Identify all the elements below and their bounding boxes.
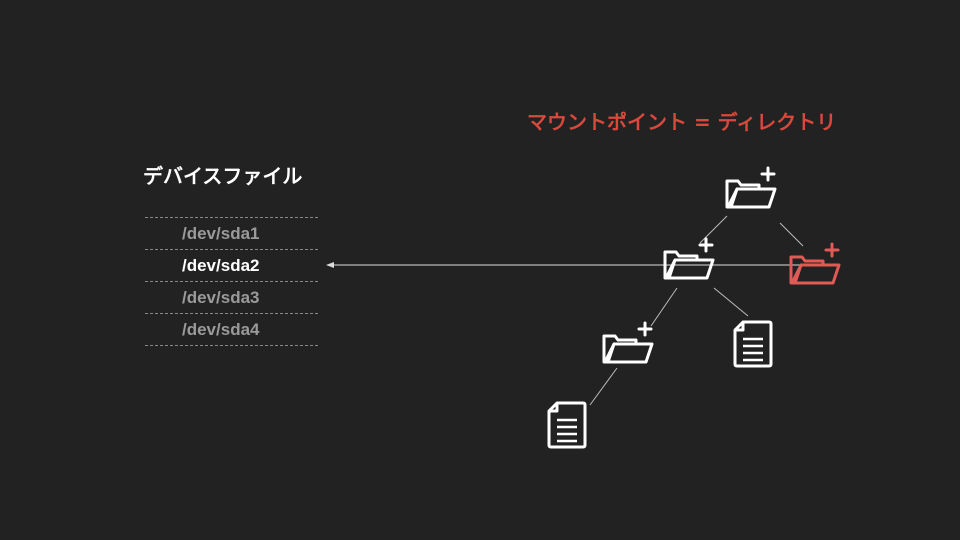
device-panel-title: デバイスファイル	[143, 164, 303, 188]
device-file-sda2: /dev/sda2	[145, 249, 318, 281]
tree-line	[699, 215, 728, 244]
mount-arrow-head	[326, 262, 334, 268]
tree-line	[713, 287, 749, 317]
document-icon	[733, 320, 773, 368]
tree-line	[589, 367, 618, 406]
folder-icon	[663, 237, 715, 280]
device-file-sda4: /dev/sda4	[145, 313, 318, 346]
root-folder-icon	[725, 166, 777, 209]
device-file-sda1: /dev/sda1	[145, 217, 318, 249]
mount-folder-icon	[789, 242, 841, 285]
document-icon	[547, 401, 587, 449]
mount-point-heading: マウントポイント = ディレクトリ	[527, 110, 837, 134]
subfolder-icon	[602, 321, 654, 364]
device-file-sda3: /dev/sda3	[145, 281, 318, 313]
device-file-list: /dev/sda1 /dev/sda2 /dev/sda3 /dev/sda4	[145, 217, 318, 346]
tree-line	[650, 287, 678, 327]
tree-line	[779, 222, 804, 247]
